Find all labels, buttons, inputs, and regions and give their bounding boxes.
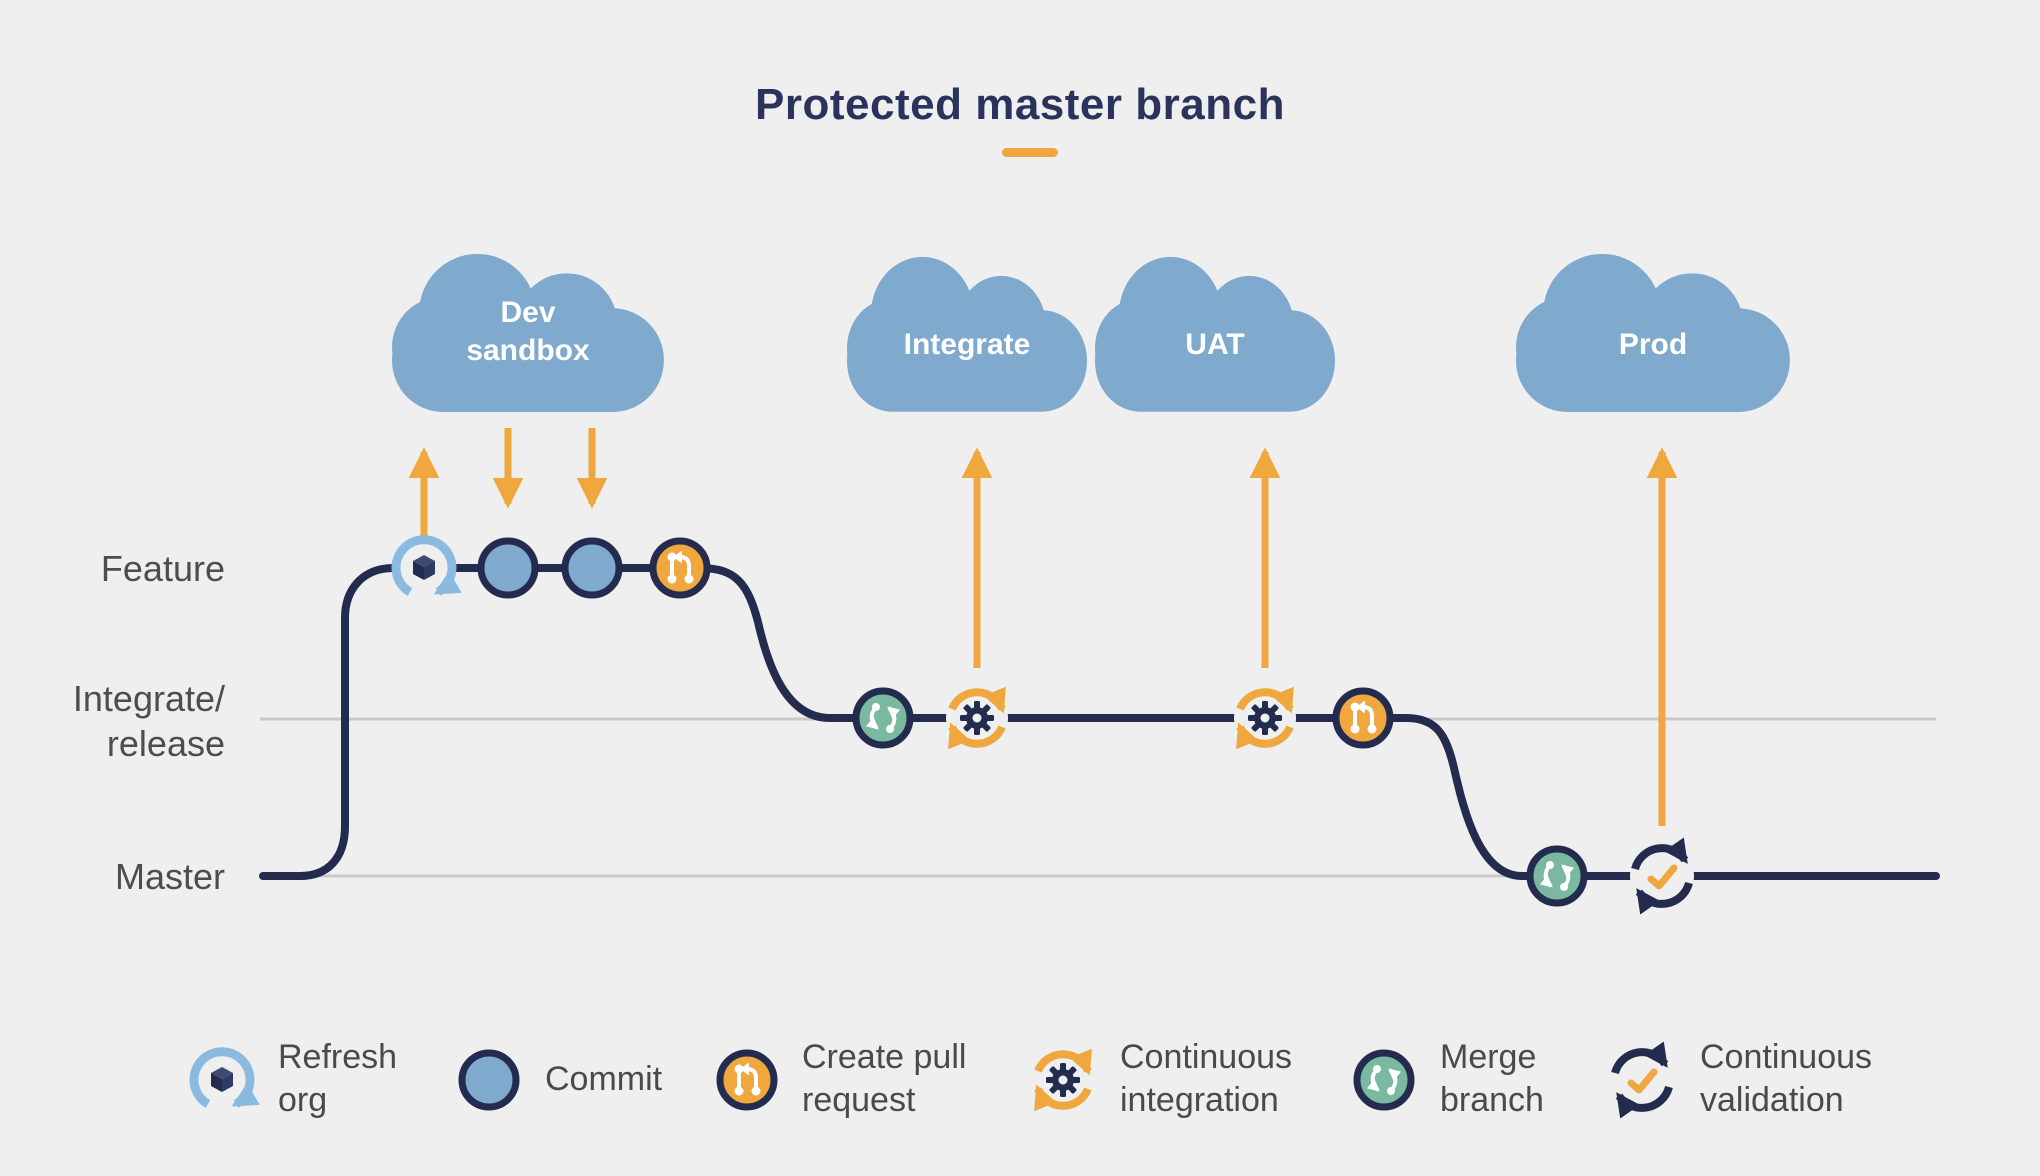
legend-label-continuous-integration: Continuous integration bbox=[1120, 1038, 1293, 1119]
continuous-integration-icon bbox=[1234, 687, 1296, 749]
legend-label-continuous-validation: Continuous validation bbox=[1700, 1038, 1873, 1119]
continuous-integration-icon bbox=[946, 687, 1008, 749]
merge-branch-icon bbox=[856, 691, 910, 745]
legend-merge-branch-icon bbox=[1357, 1053, 1411, 1107]
cloud-label-uat: UAT bbox=[1185, 328, 1245, 361]
legend-continuous-validation-icon bbox=[1610, 1048, 1674, 1112]
continuous-validation-icon bbox=[1630, 844, 1694, 908]
create-pull-request-icon bbox=[1336, 691, 1390, 745]
lane-label-integrate-release: Integrate/ release bbox=[72, 678, 225, 764]
cloud-label-dev-sandbox: Dev sandbox bbox=[466, 296, 590, 367]
legend-create-pull-request-icon bbox=[720, 1053, 774, 1107]
refresh-org-icon bbox=[393, 537, 455, 599]
commit-icon bbox=[565, 541, 619, 595]
lane-label-master: Master bbox=[114, 856, 225, 897]
create-pull-request-icon bbox=[653, 541, 707, 595]
lane-label-feature: Feature bbox=[100, 548, 225, 589]
legend-label-create-pull-request: Create pull request bbox=[802, 1038, 967, 1119]
legend-continuous-integration-icon bbox=[1032, 1049, 1094, 1111]
commit-icon bbox=[481, 541, 535, 595]
cloud-label-integrate: Integrate bbox=[903, 328, 1031, 361]
branch-path bbox=[259, 564, 1940, 880]
page-title: Protected master branch bbox=[755, 80, 1285, 129]
cloud-label-prod: Prod bbox=[1618, 328, 1688, 361]
merge-branch-icon bbox=[1530, 849, 1584, 903]
legend-refresh-org-icon bbox=[191, 1049, 253, 1111]
legend-label-merge-branch: Merge branch bbox=[1440, 1038, 1544, 1119]
legend-label-commit: Commit bbox=[545, 1060, 663, 1098]
legend-label-refresh-org: Refresh org bbox=[278, 1038, 398, 1119]
title-underline bbox=[1002, 148, 1058, 157]
legend-commit-icon bbox=[462, 1053, 516, 1107]
